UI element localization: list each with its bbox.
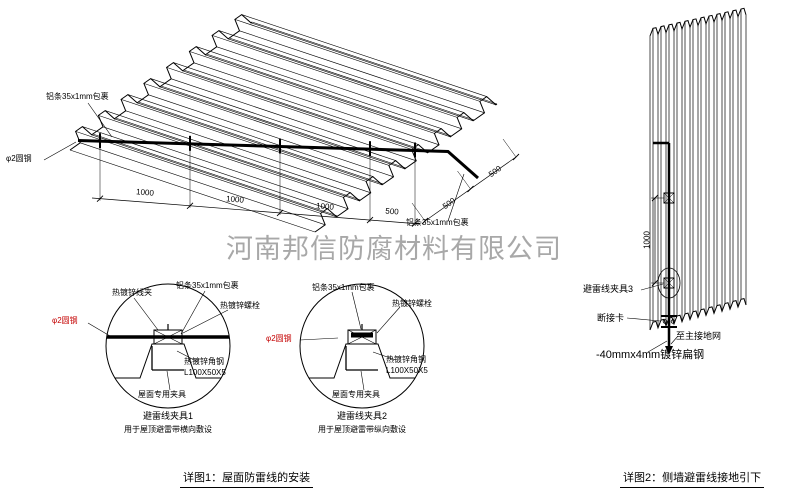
d2-label-roof-clamp: 屋面专用夹具 xyxy=(332,390,380,399)
roof-dim-500: 500 xyxy=(384,206,400,217)
label-aluminum-strip-top: 铝条35x1mm包裹 xyxy=(46,92,109,101)
wall-label-flat-steel: -40mmx4mm镀锌扁钢 xyxy=(596,349,705,361)
d1-subtitle: 用于屋顶避雷带横向敷设 xyxy=(124,425,212,434)
caption-detail-2: 详图2：侧墙避雷线接地引下 xyxy=(620,469,765,488)
d2-label-angle-spec: L100X50X5 xyxy=(386,366,428,375)
d2-label-aluminum: 铝条35x1mm包裹 xyxy=(312,283,375,292)
d2-title: 避雷线夹具2 xyxy=(336,411,388,421)
d1-label-roof-clamp: 屋面专用夹具 xyxy=(138,390,186,399)
side-wall-drawing xyxy=(626,7,747,355)
d1-label-angle-steel: 热镀锌角钢 xyxy=(184,357,224,366)
d1-label-wire-clip: 热镀锌线夹 xyxy=(112,288,152,297)
roof-dim-1000-b: 1000 xyxy=(225,194,245,205)
detail-circle-2-drawing xyxy=(299,283,425,409)
wall-label-clamp3: 避雷线夹具3 xyxy=(583,284,634,294)
roof-dim-1000-a: 1000 xyxy=(135,187,155,198)
d1-label-aluminum: 铝条35x1mm包裹 xyxy=(176,281,239,290)
d2-subtitle: 用于屋顶避雷带纵向敷设 xyxy=(318,425,406,434)
d1-title: 避雷线夹具1 xyxy=(142,411,194,421)
label-round-steel-roof: φ2圆钢 xyxy=(6,154,32,163)
d2-label-round-steel: φ2圆钢 xyxy=(266,334,292,343)
roof-dim-1000-c: 1000 xyxy=(315,201,335,212)
d1-label-angle-spec: L100X50X5 xyxy=(184,368,226,377)
d1-label-round-steel: φ2圆钢 xyxy=(52,316,78,325)
wall-label-disconnect: 断接卡 xyxy=(597,313,625,323)
d2-label-angle-steel: 热镀锌角钢 xyxy=(386,355,426,364)
detail-circle-1-drawing xyxy=(87,283,231,409)
label-aluminum-strip-right: 铝条35x1mm包裹 xyxy=(406,218,469,227)
d2-label-bolt: 热镀锌螺栓 xyxy=(392,299,432,308)
d1-label-bolt: 热镀锌螺栓 xyxy=(220,301,260,310)
roof-isometric-drawing xyxy=(43,13,520,233)
company-watermark: 河南邦信防腐材料有限公司 xyxy=(226,234,562,264)
caption-detail-1: 详图1：屋面防雷线的安装 xyxy=(180,469,314,488)
wall-dim-1000: 1000 xyxy=(642,231,652,249)
wall-label-to-ground: 至主接地网 xyxy=(676,331,722,341)
